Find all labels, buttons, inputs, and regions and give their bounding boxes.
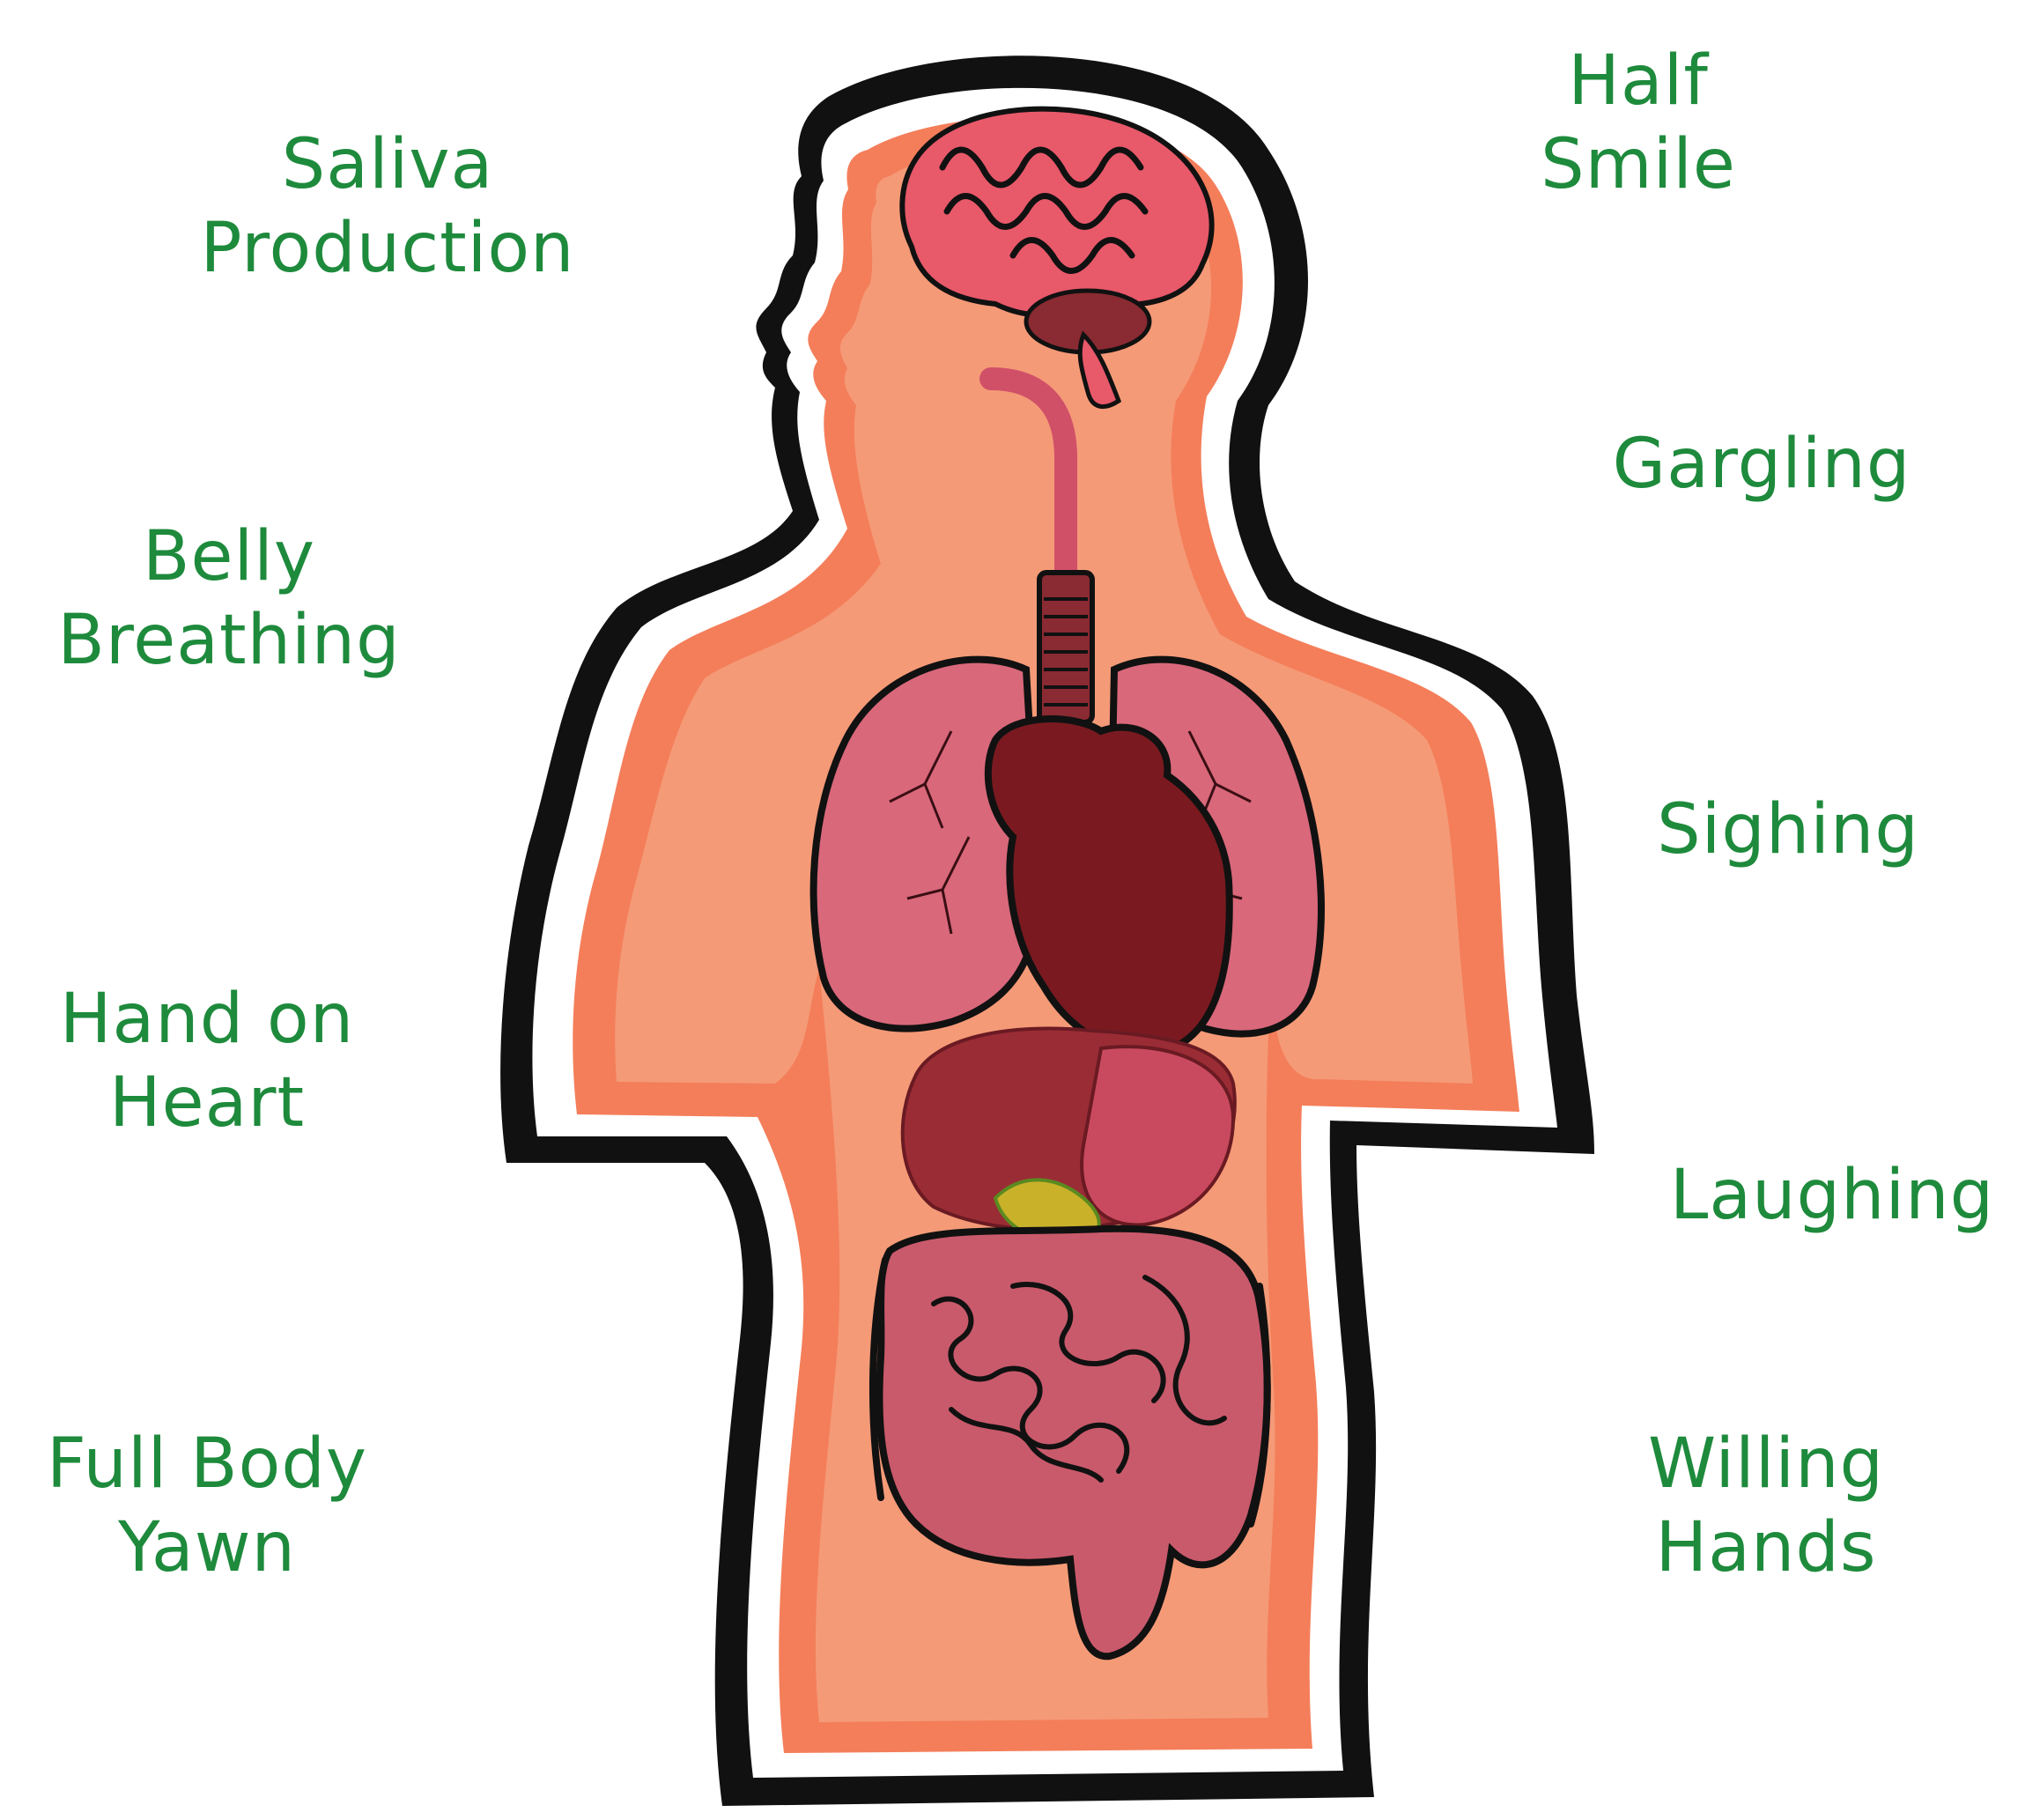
label-halfsmile-line1: Half xyxy=(1462,40,1815,123)
label-handheart-line2: Heart xyxy=(0,1062,414,1145)
label-sighing-line1: Sighing xyxy=(1621,788,1955,872)
label-full-body-yawn: Full Body Yawn xyxy=(0,1423,414,1590)
label-saliva-line2: Production xyxy=(123,207,652,291)
label-yawn-line2: Yawn xyxy=(0,1506,414,1590)
label-belly-breathing: Belly Breathing xyxy=(0,515,458,683)
label-hand-on-heart: Hand on Heart xyxy=(0,978,414,1145)
label-yawn-line1: Full Body xyxy=(0,1423,414,1506)
label-gargling: Gargling xyxy=(1577,423,1947,507)
label-halfsmile-line2: Smile xyxy=(1462,123,1815,207)
label-willing-line2: Hands xyxy=(1594,1506,1938,1590)
trachea xyxy=(1039,573,1092,722)
label-sighing: Sighing xyxy=(1621,788,1955,872)
label-gargling-line1: Gargling xyxy=(1577,423,1947,507)
label-laughing: Laughing xyxy=(1638,1154,2026,1238)
label-saliva-production: Saliva Production xyxy=(123,123,652,291)
label-willing-hands: Willing Hands xyxy=(1594,1423,1938,1590)
label-saliva-line1: Saliva xyxy=(123,123,652,207)
label-willing-line1: Willing xyxy=(1594,1423,1938,1506)
label-half-smile: Half Smile xyxy=(1462,40,1815,207)
label-belly-line1: Belly xyxy=(0,515,458,599)
label-handheart-line1: Hand on xyxy=(0,978,414,1062)
label-laughing-line1: Laughing xyxy=(1638,1154,2026,1238)
label-belly-line2: Breathing xyxy=(0,599,458,683)
